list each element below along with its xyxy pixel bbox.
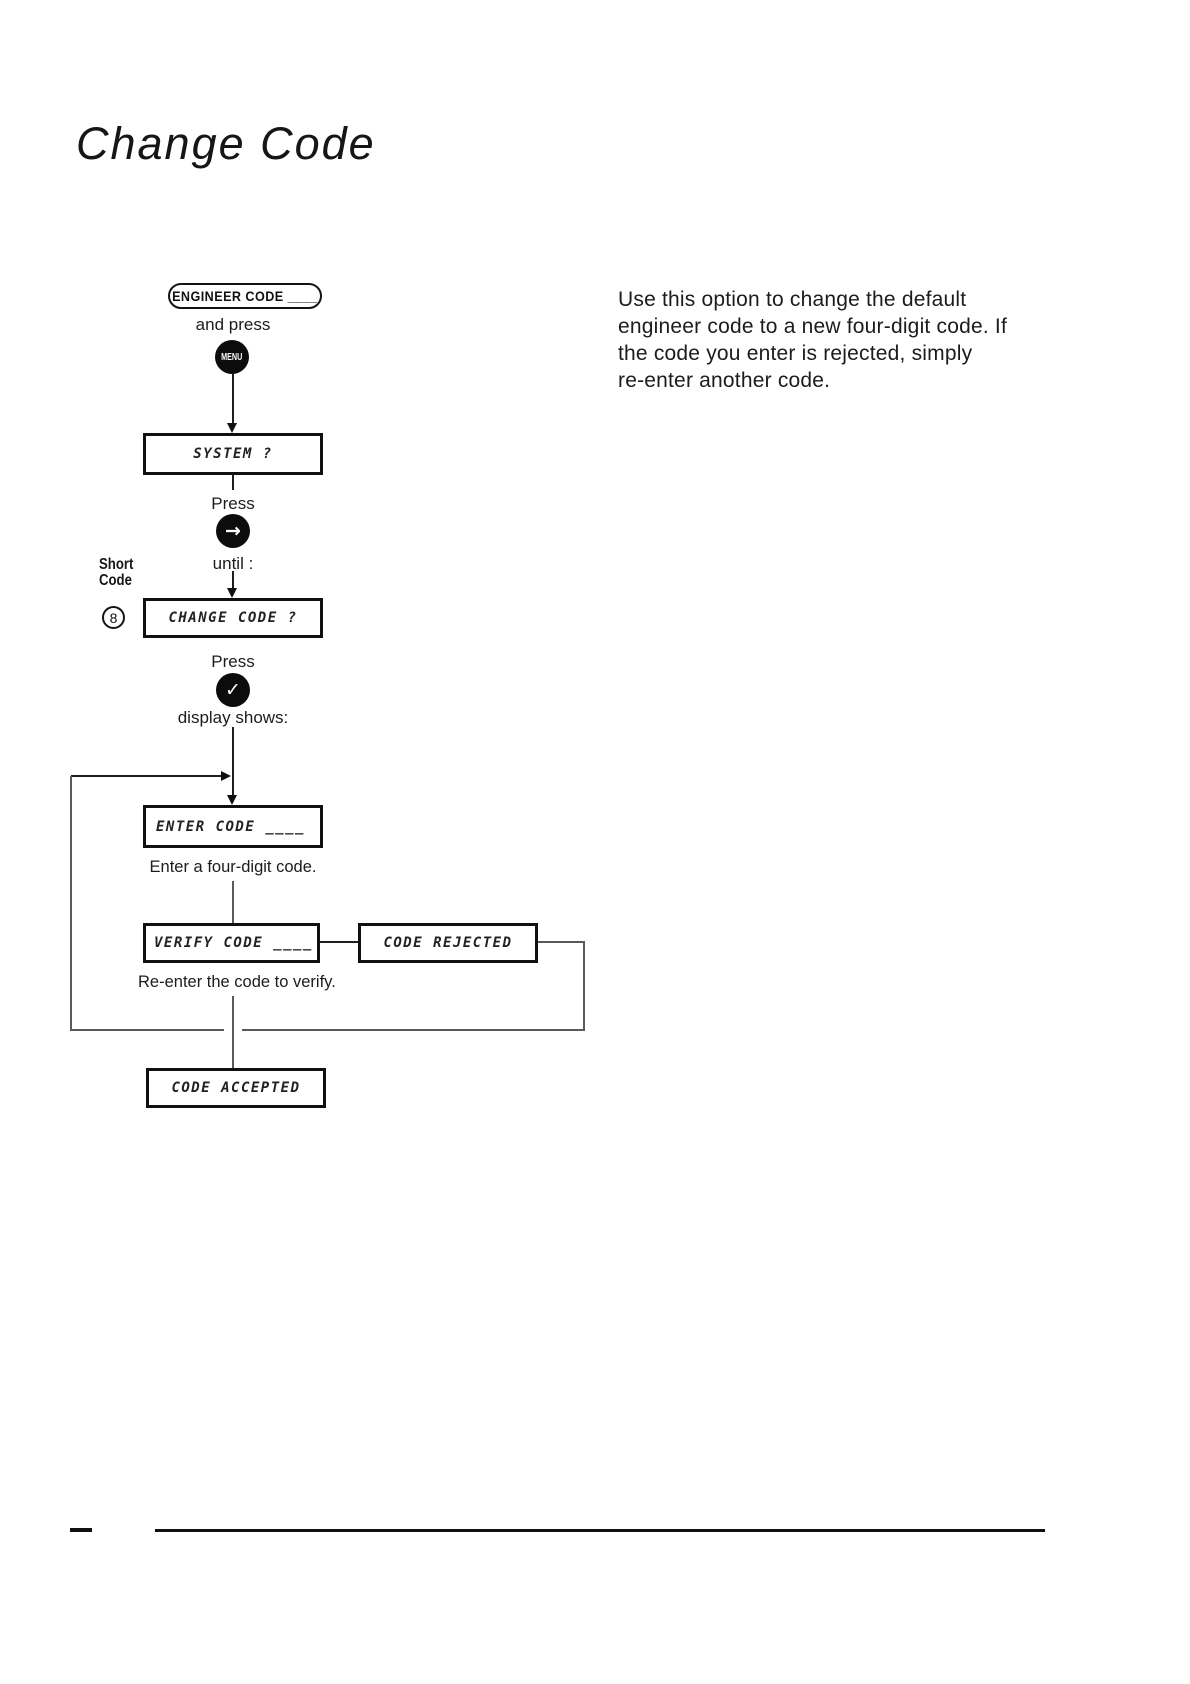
code-accepted-display: CODE ACCEPTED bbox=[146, 1068, 326, 1108]
connector-line bbox=[232, 727, 234, 795]
press-label: Press bbox=[211, 494, 255, 513]
display-shows-label: display shows: bbox=[177, 708, 289, 727]
arrow-down-icon bbox=[227, 588, 237, 598]
verify-code-display: VERIFY CODE ____ bbox=[143, 923, 320, 963]
description-line: engineer code to a new four-digit code. … bbox=[618, 315, 1007, 338]
check-button-icon: ✓ bbox=[216, 673, 250, 707]
page-title: Change Code bbox=[76, 118, 376, 169]
description-paragraph: Use this option to change the default en… bbox=[618, 286, 1098, 394]
short-code-label: Short Code bbox=[99, 556, 134, 589]
description-line: the code you enter is rejected, simply bbox=[618, 342, 973, 365]
loop-line bbox=[70, 776, 72, 1031]
loop-line bbox=[583, 941, 585, 1031]
verify-code-caption: Re-enter the code to verify. bbox=[138, 973, 336, 991]
short-code-number-badge: 8 bbox=[102, 606, 125, 629]
connector-line bbox=[232, 996, 234, 1068]
loop-line bbox=[538, 941, 585, 943]
arrow-right-icon bbox=[221, 771, 231, 781]
description-line: re-enter another code. bbox=[618, 369, 831, 392]
connector-line bbox=[320, 941, 358, 943]
change-code-display: CHANGE CODE ? bbox=[143, 598, 323, 638]
menu-button-icon: MENU bbox=[215, 340, 249, 374]
right-arrow-button-icon: → bbox=[216, 514, 250, 548]
arrow-down-icon bbox=[227, 795, 237, 805]
menu-button-label: MENU bbox=[221, 351, 243, 363]
press-label: Press bbox=[211, 652, 255, 671]
loop-line bbox=[71, 775, 221, 777]
loop-line bbox=[71, 1029, 224, 1031]
and-press-label: and press bbox=[195, 315, 271, 334]
footer-rule bbox=[155, 1529, 1045, 1532]
enter-code-caption: Enter a four-digit code. bbox=[149, 858, 317, 876]
footer-margin-dash bbox=[70, 1528, 92, 1532]
connector-line bbox=[232, 571, 234, 588]
engineer-code-label: ENGINEER CODE ____ bbox=[172, 288, 318, 304]
until-label: until : bbox=[212, 554, 254, 573]
connector-line bbox=[232, 475, 234, 490]
system-display: SYSTEM ? bbox=[143, 433, 323, 475]
loop-line bbox=[242, 1029, 585, 1031]
flow-start-oval: ENGINEER CODE ____ bbox=[168, 283, 322, 309]
code-rejected-display: CODE REJECTED bbox=[358, 923, 538, 963]
enter-code-display: ENTER CODE ____ bbox=[143, 805, 323, 848]
connector-line bbox=[232, 881, 234, 923]
description-line: Use this option to change the default bbox=[618, 288, 967, 311]
connector-line bbox=[232, 374, 234, 423]
arrow-down-icon bbox=[227, 423, 237, 433]
